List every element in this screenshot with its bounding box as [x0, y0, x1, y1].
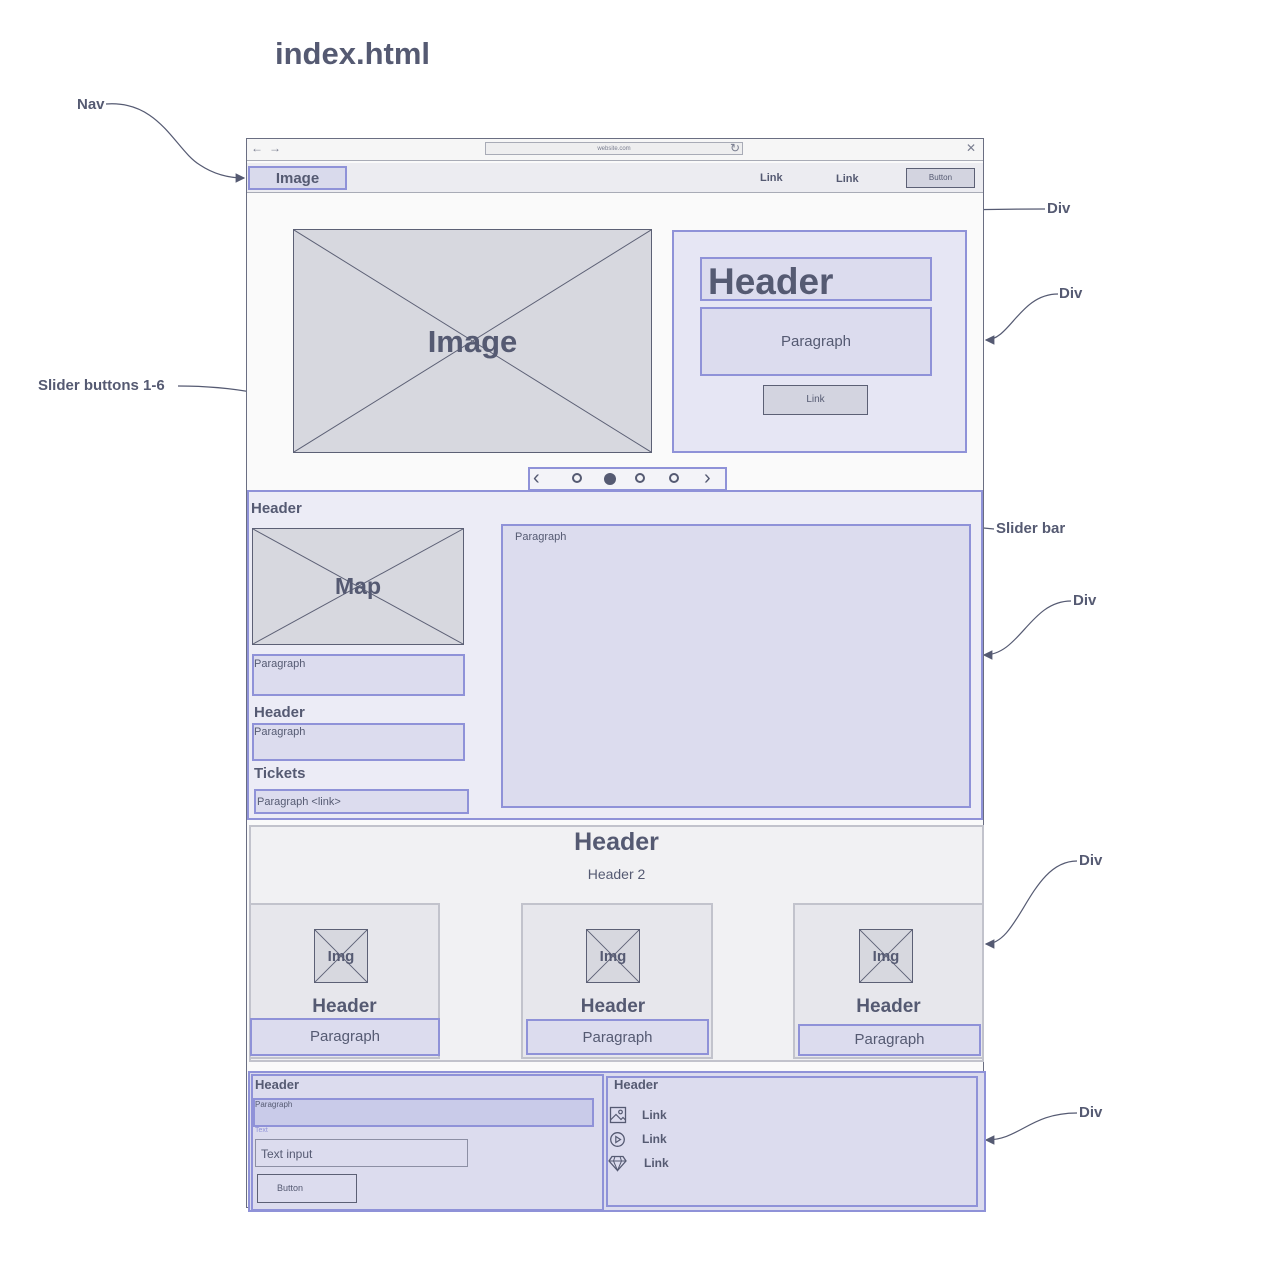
- footer-links-div: [606, 1076, 978, 1207]
- card-header: Header: [856, 996, 921, 1017]
- footer-link-3[interactable]: Link: [644, 1156, 669, 1170]
- nav-arrow: [105, 103, 246, 183]
- main-paragraph-box: Paragraph: [501, 524, 971, 808]
- card-image-label: Img: [327, 948, 355, 965]
- features-header: Header: [574, 828, 659, 856]
- image-placeholder-icon: [315, 930, 367, 982]
- nav-link-2[interactable]: Link: [836, 173, 859, 185]
- card-header: Header: [580, 996, 646, 1017]
- div-arrow-2: [984, 293, 1059, 345]
- card-header: Header: [312, 996, 377, 1017]
- annotation-div-1: Div: [1047, 200, 1071, 217]
- map-label: Map: [335, 573, 381, 599]
- info-sub-paragraph: Paragraph: [254, 726, 306, 738]
- page-title: index.html: [275, 36, 431, 71]
- footer-left-header: Header: [255, 1077, 300, 1092]
- footer-paragraph: Paragraph: [255, 1100, 293, 1109]
- annotation-div-4: Div: [1079, 852, 1103, 869]
- card-paragraph: Paragraph: [250, 1018, 440, 1056]
- image-placeholder-icon: [294, 230, 651, 452]
- slider-dot[interactable]: [635, 473, 645, 483]
- image-placeholder-icon: [860, 930, 912, 982]
- image-placeholder-icon: [587, 930, 639, 982]
- annotation-div-5: Div: [1079, 1104, 1103, 1121]
- slider-dot[interactable]: [572, 473, 582, 483]
- div-arrow-3: [982, 600, 1072, 660]
- slider-next-button[interactable]: ›: [704, 467, 711, 489]
- features-header-2: Header 2: [587, 866, 646, 882]
- slider-dot-active[interactable]: [604, 473, 616, 485]
- card-image-label: Img: [872, 948, 900, 965]
- footer-paragraph-box: Paragraph: [253, 1098, 594, 1127]
- footer-button[interactable]: Button: [257, 1174, 357, 1203]
- tickets-header: Tickets: [254, 765, 306, 782]
- hero-link-button[interactable]: Link: [763, 385, 868, 415]
- nav-button[interactable]: Button: [906, 168, 975, 188]
- slider-prev-button[interactable]: ‹: [533, 467, 540, 489]
- div-arrow-4: [984, 860, 1078, 949]
- map-image: Map: [252, 528, 464, 645]
- map-placeholder-icon: [253, 529, 463, 644]
- map-paragraph-box: Paragraph: [252, 654, 465, 696]
- footer-link-1[interactable]: Link: [642, 1108, 667, 1122]
- annotation-div-2: Div: [1059, 285, 1083, 302]
- info-header: Header: [251, 500, 302, 517]
- tickets-paragraph-box: Paragraph <link>: [254, 789, 469, 814]
- hero-header: Header: [708, 261, 834, 302]
- annotation-nav: Nav: [77, 96, 105, 113]
- info-sub-header: Header: [254, 704, 305, 721]
- info-sub-paragraph-box: Paragraph: [252, 723, 465, 761]
- card-image: Img: [314, 929, 368, 983]
- reload-icon[interactable]: ↻: [730, 141, 741, 155]
- map-paragraph: Paragraph: [254, 658, 306, 670]
- close-icon[interactable]: ✕: [966, 141, 977, 155]
- annotation-slider-bar: Slider bar: [996, 520, 1066, 537]
- footer-input-placeholder: Text input: [261, 1147, 313, 1161]
- diamond-icon: [608, 1155, 627, 1172]
- image-icon: [609, 1106, 627, 1124]
- tickets-paragraph[interactable]: Paragraph <link>: [257, 796, 341, 808]
- nav-link-1[interactable]: Link: [760, 172, 783, 184]
- url-text: website.com: [597, 146, 631, 152]
- hero-image: Image: [293, 229, 652, 453]
- back-arrow-icon[interactable]: ←: [251, 141, 263, 155]
- hero-header-box: Header: [700, 257, 932, 302]
- card-image-label: Img: [599, 948, 627, 965]
- card-paragraph: Paragraph: [526, 1019, 709, 1055]
- footer-form-div: [251, 1074, 604, 1211]
- navbar: [247, 163, 983, 193]
- card-image: Img: [586, 929, 640, 983]
- play-icon: [610, 1132, 625, 1147]
- main-paragraph: Paragraph: [515, 531, 567, 543]
- slider-bar: [528, 467, 727, 491]
- nav-logo-image[interactable]: Image: [248, 166, 347, 190]
- slider-dot[interactable]: [669, 473, 679, 483]
- hero-paragraph-box: Paragraph: [700, 307, 932, 376]
- hero-paragraph: Paragraph: [780, 333, 852, 350]
- footer-text-input[interactable]: Text input: [255, 1139, 468, 1167]
- url-bar[interactable]: website.com: [485, 142, 743, 155]
- annotation-slider-buttons: Slider buttons 1-6: [38, 377, 165, 394]
- div-arrow-5: [984, 1112, 1078, 1145]
- card-image: Img: [859, 929, 913, 983]
- footer-right-header: Header: [614, 1077, 659, 1092]
- forward-arrow-icon[interactable]: →: [269, 141, 281, 155]
- footer-link-2[interactable]: Link: [642, 1132, 667, 1146]
- hero-image-label: Image: [427, 324, 518, 359]
- annotation-div-3: Div: [1073, 592, 1097, 609]
- footer-text-label: Text: [255, 1127, 268, 1134]
- card-paragraph: Paragraph: [798, 1024, 981, 1056]
